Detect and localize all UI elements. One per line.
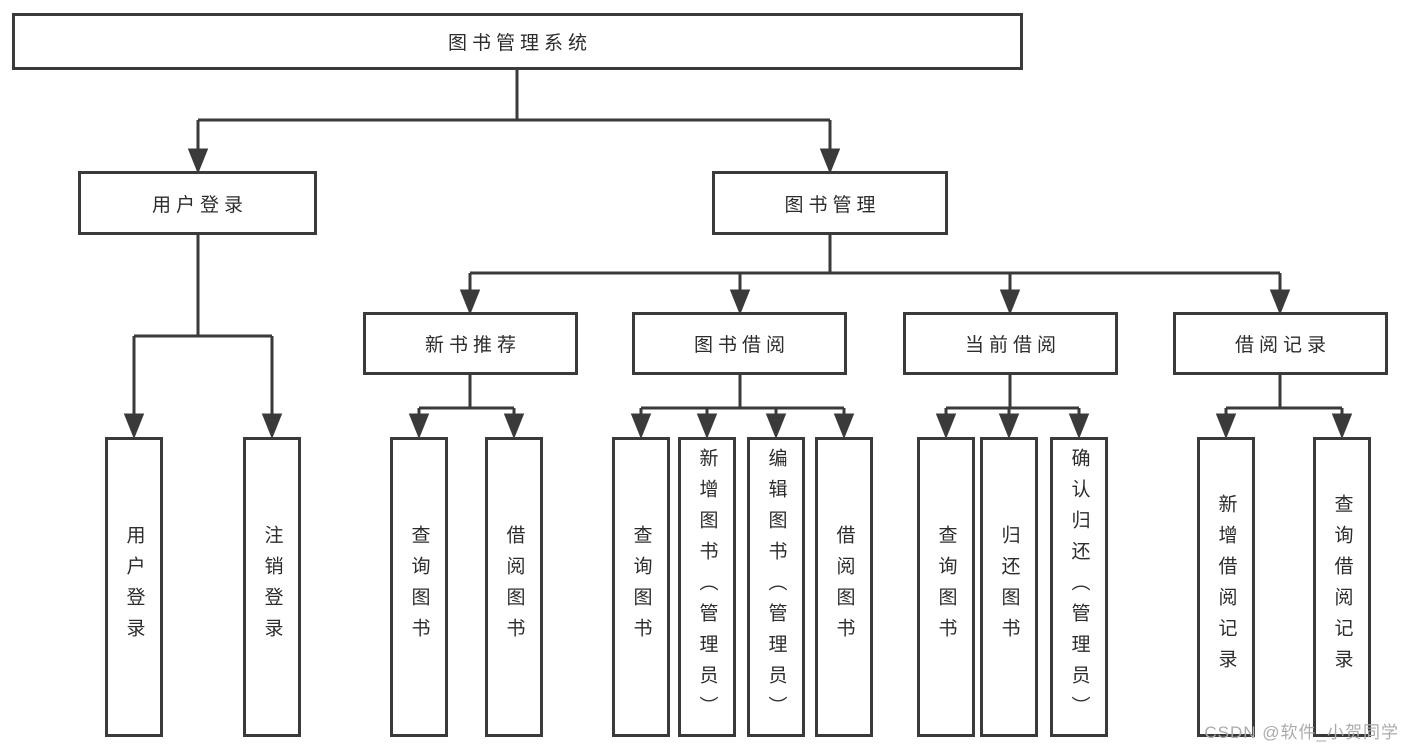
- node-current-borrow-label: 当前借阅: [964, 335, 1061, 356]
- connector-book-management: [459, 235, 1291, 316]
- leaf-borrow-query-books-label: 查询图书: [630, 525, 652, 649]
- node-borrow-records: 借阅记录: [1173, 312, 1388, 375]
- connector-current-borrow: [935, 374, 1090, 440]
- leaf-current-return-books-label: 归还图书: [998, 525, 1020, 649]
- connector-new-book-recommend: [408, 374, 525, 440]
- leaf-borrow-borrow-books-label: 借阅图书: [833, 525, 855, 649]
- leaf-user-login: 用户登录: [105, 437, 163, 737]
- leaf-recommend-borrow-books: 借阅图书: [485, 437, 543, 737]
- leaf-current-query-books-label: 查询图书: [935, 525, 957, 649]
- leaf-records-add-record: 新增借阅记录: [1197, 437, 1255, 737]
- leaf-recommend-query-books: 查询图书: [390, 437, 448, 737]
- node-root-label: 图书管理系统: [447, 33, 592, 54]
- leaf-records-add-record-label: 新增借阅记录: [1215, 494, 1237, 680]
- node-borrow-records-label: 借阅记录: [1234, 335, 1331, 356]
- connector-book-borrow: [630, 374, 855, 440]
- node-book-management: 图书管理: [712, 171, 948, 235]
- node-book-borrow-label: 图书借阅: [693, 335, 790, 356]
- leaf-borrow-edit-books-admin: 编辑图书（管理员）: [747, 437, 805, 737]
- leaf-borrow-borrow-books: 借阅图书: [815, 437, 873, 737]
- node-user-login-label: 用户登录: [151, 194, 248, 216]
- node-new-book-recommend: 新书推荐: [363, 312, 578, 375]
- leaf-logout: 注销登录: [243, 437, 301, 737]
- node-current-borrow: 当前借阅: [903, 312, 1118, 375]
- node-book-borrow: 图书借阅: [632, 312, 847, 375]
- connector-root: [187, 70, 841, 175]
- leaf-borrow-add-books-admin-label: 新增图书（管理员）: [696, 447, 718, 727]
- connector-borrow-records: [1215, 374, 1353, 440]
- leaf-records-query-record: 查询借阅记录: [1313, 437, 1371, 737]
- node-user-login: 用户登录: [78, 171, 317, 235]
- leaf-borrow-edit-books-admin-label: 编辑图书（管理员）: [765, 447, 787, 727]
- leaf-user-login-label: 用户登录: [123, 525, 145, 649]
- leaf-current-confirm-return-admin-label: 确认归还（管理员）: [1068, 447, 1090, 727]
- csdn-watermark: CSDN @软件_小贺同学: [1204, 723, 1399, 742]
- leaf-recommend-query-books-label: 查询图书: [408, 525, 430, 649]
- leaf-logout-label: 注销登录: [261, 525, 283, 649]
- node-root: 图书管理系统: [12, 13, 1023, 70]
- leaf-borrow-query-books: 查询图书: [612, 437, 670, 737]
- connector-user-login: [123, 235, 283, 440]
- leaf-borrow-add-books-admin: 新增图书（管理员）: [678, 437, 736, 737]
- leaf-recommend-borrow-books-label: 借阅图书: [503, 525, 525, 649]
- leaf-records-query-record-label: 查询借阅记录: [1331, 494, 1353, 680]
- leaf-current-query-books: 查询图书: [917, 437, 975, 737]
- leaf-current-confirm-return-admin: 确认归还（管理员）: [1050, 437, 1108, 737]
- node-book-management-label: 图书管理: [784, 194, 881, 216]
- leaf-current-return-books: 归还图书: [980, 437, 1038, 737]
- node-new-book-recommend-label: 新书推荐: [424, 335, 521, 356]
